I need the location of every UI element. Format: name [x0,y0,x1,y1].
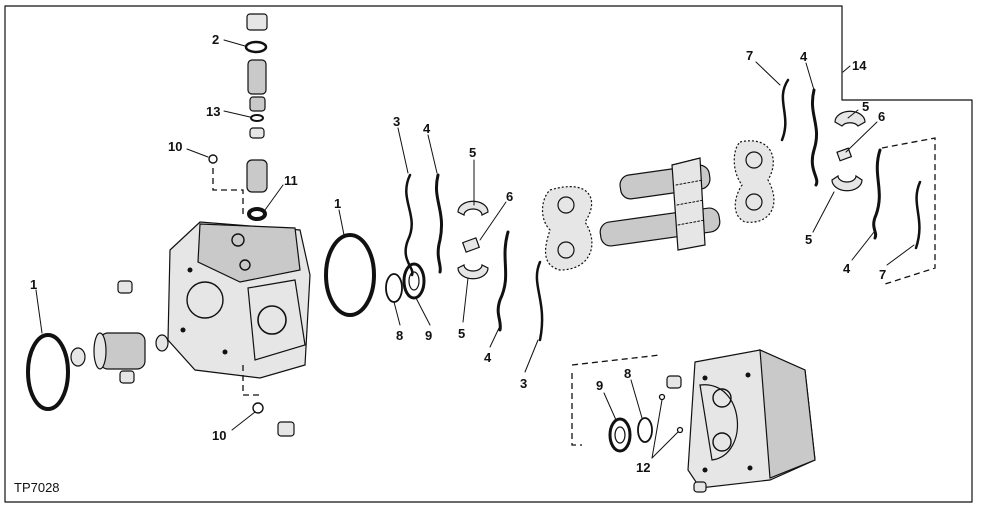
callout-10-bottom: 10 [212,428,226,443]
callout-7-top: 7 [746,48,753,63]
callout-9-front: 9 [425,328,432,343]
callout-5-rear-top: 5 [862,99,869,114]
bushing-block-rear [733,140,775,223]
callout-13: 13 [206,104,220,119]
callout-1-middle: 1 [334,196,341,211]
callout-2: 2 [212,32,219,47]
callout-12: 12 [636,460,650,475]
callout-11: 11 [284,173,298,188]
callout-labels: 1 2 13 10 11 1 3 4 5 6 8 9 5 4 3 7 4 14 … [30,32,886,475]
callout-1-left: 1 [30,277,37,292]
small-rings-left [70,334,169,367]
seal-6-front [461,237,481,253]
callout-5-lower: 5 [458,326,465,341]
gear-shafts [599,157,721,251]
gasket-3-front [404,173,544,342]
gasket-7-top [780,78,790,142]
piston-sleeve [93,332,146,370]
plug-fittings-left [117,280,135,384]
leader-lines [35,39,915,459]
o-ring-left [26,333,70,411]
pump-rear-housing [666,349,816,493]
callout-3-upper: 3 [393,114,400,129]
callout-8-rear: 8 [624,366,631,381]
callout-14: 14 [852,58,867,73]
wear-plate-4-rear [810,88,882,240]
seal-ring-8 [385,273,403,303]
callout-3-lower: 3 [520,376,527,391]
wear-plate-4-front [435,173,510,332]
pump-front-housing [167,221,311,396]
callout-4-lower: 4 [484,350,492,365]
callout-5-upper: 5 [469,145,476,160]
rear-dashed-box [881,137,936,286]
callout-8-front: 8 [396,328,403,343]
callout-4-rear-top: 4 [800,49,808,64]
o-ring-middle [324,233,376,317]
seal-6-rear [836,147,853,162]
diagram-frame [4,5,973,503]
valve-stack [208,13,268,221]
callout-4-upper: 4 [423,121,431,136]
shaft-seal-9 [402,262,426,300]
figure-id: TP7028 [14,480,60,495]
callout-10-top: 10 [168,139,182,154]
half-seals-5-rear [831,110,866,192]
bottom-plug [252,402,295,437]
bushing-block-front [541,186,593,271]
half-seals-5-front [457,200,489,280]
callout-6-front: 6 [506,189,513,204]
callout-9-rear: 9 [596,378,603,393]
callout-6-rear: 6 [878,109,885,124]
callout-4-rear-bottom: 4 [843,261,851,276]
gasket-7-bottom [914,180,922,250]
callout-7-bottom: 7 [879,267,886,282]
callout-5-rear-bottom: 5 [805,232,812,247]
rear-seals-8-9-12 [571,354,684,453]
